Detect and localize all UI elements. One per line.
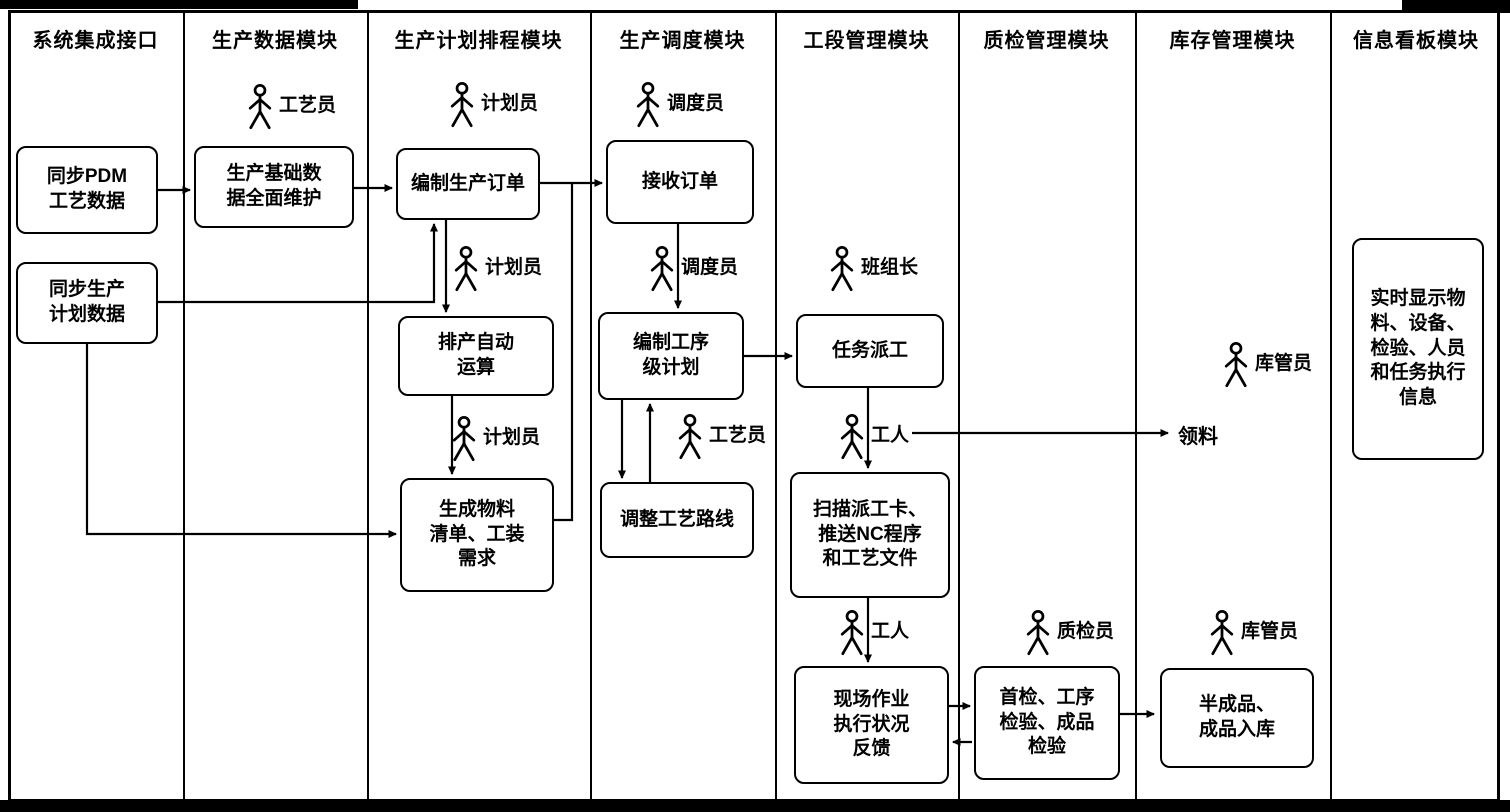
lane-header-production-data: 生产数据模块 (212, 30, 338, 52)
actor-process-engineer-1: 工艺员 (246, 84, 336, 130)
stickman-icon (634, 82, 662, 128)
box-receive-order: 接收订单 (606, 140, 754, 224)
lane-header-quality: 质检管理模块 (983, 30, 1110, 52)
lane-header-planning: 生产计划排程模块 (394, 30, 563, 52)
actor-label: 工艺员 (279, 95, 337, 116)
box-material-list: 生成物料 清单、工装 需求 (400, 478, 554, 592)
box-info-board: 实时显示物 料、设备、 检验、人员 和任务执行 信息 (1352, 238, 1484, 460)
lane-divider (183, 10, 185, 802)
stickman-icon (648, 246, 676, 292)
actor-label: 班组长 (861, 257, 919, 278)
lane-divider (590, 10, 592, 802)
box-sync-plan: 同步生产 计划数据 (16, 262, 158, 344)
actor-team-leader: 班组长 (828, 246, 918, 292)
actor-label: 计划员 (481, 93, 539, 114)
actor-quality-inspector: 质检员 (1024, 610, 1114, 656)
actor-dispatcher-2: 调度员 (648, 246, 738, 292)
actor-warehouse-keeper-1: 库管员 (1222, 342, 1312, 388)
actor-label: 计划员 (483, 427, 541, 448)
box-task-dispatch: 任务派工 (796, 314, 944, 388)
actor-planner-2: 计划员 (452, 246, 542, 292)
lane-divider (1135, 10, 1137, 802)
box-process-plan: 编制工序 级计划 (598, 312, 744, 400)
stickman-icon (246, 84, 274, 130)
actor-worker-1: 工人 (838, 414, 909, 460)
actor-label: 质检员 (1057, 621, 1115, 642)
stickman-icon (1208, 610, 1236, 656)
actor-planner-3: 计划员 (450, 416, 540, 462)
lane-header-inventory: 库存管理模块 (1169, 30, 1296, 52)
lane-divider (775, 10, 777, 802)
box-auto-schedule: 排产自动 运算 (398, 316, 554, 396)
actor-label: 库管员 (1255, 353, 1313, 374)
stickman-icon (828, 246, 856, 292)
box-inspection: 首检、工序 检验、成品 检验 (974, 666, 1120, 780)
actor-planner-1: 计划员 (448, 82, 538, 128)
actor-label: 工艺员 (709, 425, 767, 446)
stickman-icon (450, 416, 478, 462)
scan-artifact-top-right (1402, 0, 1510, 13)
box-scan-card: 扫描派工卡、 推送NC程序 和工艺文件 (790, 472, 950, 598)
lane-header-info-board: 信息看板模块 (1353, 30, 1479, 52)
stickman-icon (1024, 610, 1052, 656)
actor-process-engineer-2: 工艺员 (676, 414, 766, 460)
actor-label: 调度员 (667, 93, 725, 114)
box-warehousing: 半成品、 成品入库 (1160, 668, 1314, 768)
scan-artifact-bottom (0, 800, 1510, 812)
actor-label: 调度员 (681, 257, 739, 278)
stickman-icon (1222, 342, 1250, 388)
box-create-order: 编制生产订单 (396, 148, 540, 220)
lane-divider (1330, 10, 1332, 802)
actor-label: 计划员 (485, 257, 543, 278)
lane-header-work-section: 工段管理模块 (803, 30, 930, 52)
lane-header-dispatch: 生产调度模块 (619, 30, 746, 52)
stickman-icon (452, 246, 480, 292)
box-site-feedback: 现场作业 执行状况 反馈 (794, 666, 949, 784)
stickman-icon (838, 610, 866, 656)
actor-worker-2: 工人 (838, 610, 909, 656)
actor-label: 工人 (871, 425, 910, 446)
label-material-picking: 领料 (1178, 426, 1218, 448)
actor-label: 库管员 (1241, 621, 1299, 642)
lane-divider (367, 10, 369, 802)
box-base-data: 生产基础数 据全面维护 (194, 146, 354, 228)
stickman-icon (676, 414, 704, 460)
actor-warehouse-keeper-2: 库管员 (1208, 610, 1298, 656)
box-sync-pdm: 同步PDM 工艺数据 (16, 146, 158, 234)
stickman-icon (838, 414, 866, 460)
stickman-icon (448, 82, 476, 128)
actor-label: 工人 (871, 621, 910, 642)
diagram-frame (8, 10, 1500, 802)
actor-dispatcher-1: 调度员 (634, 82, 724, 128)
box-adjust-route: 调整工艺路线 (600, 482, 754, 558)
scan-artifact-top-left (0, 0, 358, 9)
lane-header-integration: 系统集成接口 (32, 30, 159, 52)
lane-divider (958, 10, 960, 802)
